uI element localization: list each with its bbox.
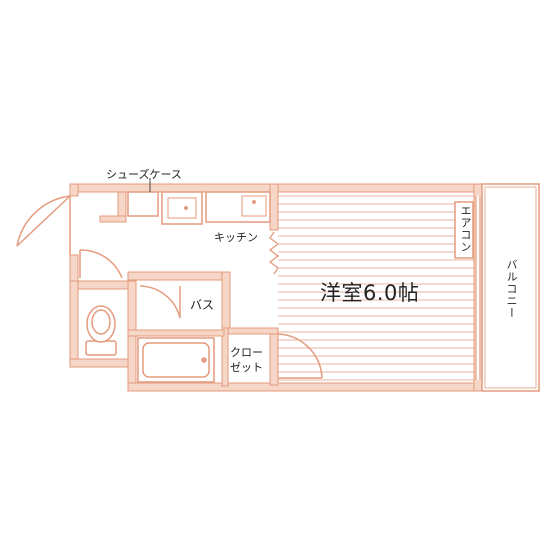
bathtub — [137, 337, 215, 383]
label-shoe-case: シューズケース — [106, 168, 182, 181]
shoe-case — [127, 191, 159, 217]
washbasin — [161, 191, 203, 225]
label-closet-line1: クロー — [230, 346, 263, 359]
closet-door — [277, 333, 323, 379]
label-kitchen: キッチン — [214, 231, 258, 244]
air-conditioner — [454, 201, 474, 259]
kitchen-partition — [268, 231, 280, 275]
bath-door — [139, 285, 181, 319]
label-aircon: エアコン — [459, 205, 472, 253]
toilet — [85, 305, 117, 356]
hall-door — [79, 249, 123, 279]
label-room: 洋室6.0帖 — [320, 281, 420, 305]
label-closet-line2: ゼット — [230, 361, 263, 374]
label-balcony: バルコニー — [505, 259, 518, 319]
label-bath: バス — [190, 298, 215, 312]
room-floor-stripes — [278, 195, 474, 381]
kitchen-counter — [205, 191, 271, 223]
entry-door — [16, 195, 71, 255]
balcony-outline — [481, 183, 540, 392]
